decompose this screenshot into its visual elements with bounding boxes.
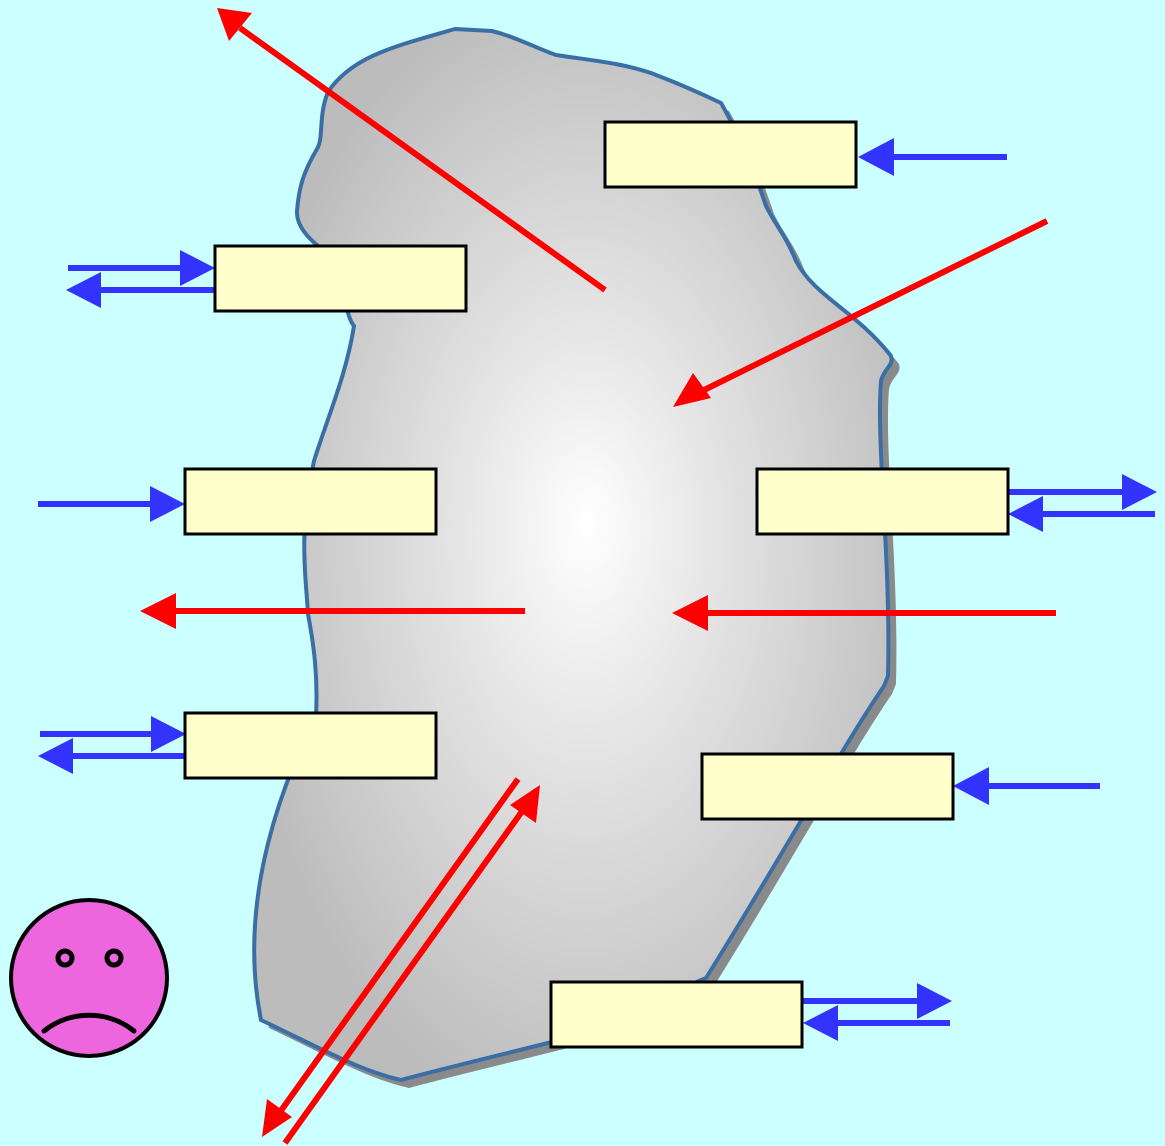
sad-face-icon (9, 898, 169, 1058)
label-box-middle-right[interactable] (755, 467, 1010, 536)
blue-arrows (38, 138, 1157, 1041)
left-eye (55, 948, 75, 968)
red-arrow-in-right (672, 595, 1056, 631)
label-box-middle-left[interactable] (183, 467, 438, 536)
label-box-lower-right[interactable] (700, 752, 955, 821)
red-arrow-out-left (140, 593, 525, 629)
label-boxes (183, 120, 1010, 1049)
blue-arrow-pair-upper-left (66, 250, 215, 308)
label-box-top-right[interactable] (603, 120, 858, 189)
blue-arrow-pair-lower-left (38, 716, 186, 774)
red-arrow-out-top-left (217, 8, 607, 293)
right-eye (104, 948, 124, 968)
label-box-bottom[interactable] (549, 980, 804, 1049)
frown-mouth (41, 1012, 137, 1034)
blue-arrow-in-top-right (858, 138, 1007, 176)
blue-arrow-pair-middle-right (1008, 474, 1157, 532)
blue-arrow-in-lower-right (953, 767, 1100, 805)
red-arrows (140, 8, 1056, 1145)
label-box-upper-left[interactable] (213, 244, 468, 313)
red-arrow-in-top-right (673, 218, 1049, 407)
red-arrow-in-bottom-left (282, 785, 540, 1145)
red-arrow-out-bottom-left (262, 777, 521, 1137)
blue-arrow-in-middle-left (38, 486, 185, 522)
label-box-lower-left[interactable] (183, 711, 438, 780)
blue-arrow-pair-bottom (803, 983, 952, 1041)
